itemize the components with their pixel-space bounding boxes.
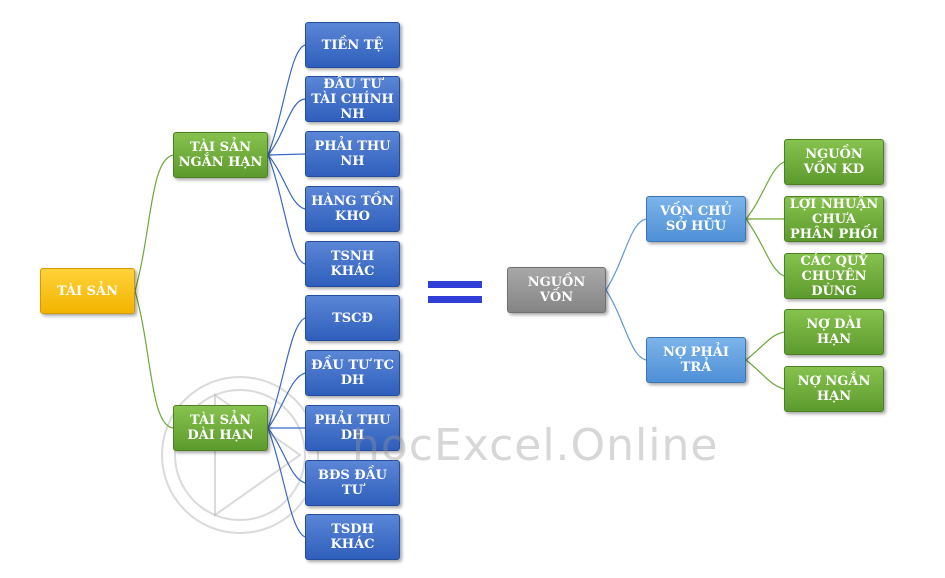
long-term-item: BĐS ĐẦU TƯ <box>305 460 400 506</box>
connector-capital-equity <box>605 218 647 291</box>
long-term-item: PHẢI THU DH <box>305 405 400 451</box>
connector-liabilities-item-1 <box>745 331 785 361</box>
connector-liabilities-item-2 <box>745 359 785 390</box>
short-term-item: HÀNG TỒN KHO <box>305 186 400 232</box>
short-term-item: PHẢI THU NH <box>305 131 400 177</box>
connector-longterm-item-1 <box>267 317 306 429</box>
watermark-text: hocExcel.Online <box>352 420 719 471</box>
connector-shortterm-item-3 <box>267 153 306 156</box>
short-term-item: ĐẦU TƯ TÀI CHÍNH NH <box>305 76 400 122</box>
node-short-term-assets: TÀI SẢN NGẮN HẠN <box>173 132 268 178</box>
equals-sign <box>428 277 482 307</box>
connector-equity-item-1 <box>745 161 785 220</box>
watermark-logo <box>161 376 319 534</box>
long-term-item: TSCĐ <box>305 295 400 341</box>
long-term-item: ĐẦU TƯ TC DH <box>305 350 400 396</box>
equals-bar-bottom <box>428 296 482 303</box>
long-term-item: TSDH KHÁC <box>305 514 400 560</box>
connector-root-longterm <box>134 290 174 429</box>
connector-shortterm-item-1 <box>267 44 306 156</box>
node-capital-sources: NGUỒN VỐN <box>507 267 606 313</box>
short-term-item: TIỀN TỆ <box>305 22 400 68</box>
equity-item: CÁC QUỸ CHUYÊN DÙNG <box>784 253 884 299</box>
liability-item: NỢ DÀI HẠN <box>784 309 884 355</box>
connector-capital-liabilities <box>605 289 647 361</box>
connector-longterm-item-5 <box>267 427 306 538</box>
node-liabilities: NỢ PHẢI TRẢ <box>646 337 746 383</box>
connector-longterm-item-2 <box>267 372 306 429</box>
node-equity: VỐN CHỦ SỞ HỮU <box>646 196 746 242</box>
root-node-assets: TÀI SẢN <box>40 268 135 314</box>
connector-shortterm-item-5 <box>267 154 306 265</box>
equals-bar-top <box>428 281 482 288</box>
connector-equity-item-3 <box>745 218 785 277</box>
connector-root-shortterm <box>134 154 174 292</box>
node-long-term-assets: TÀI SẢN DÀI HẠN <box>173 405 268 451</box>
equity-item: LỢI NHUẬN CHƯA PHÂN PHỐI <box>784 196 884 242</box>
connector-shortterm-item-4 <box>267 154 306 210</box>
connector-shortterm-item-2 <box>267 98 306 156</box>
liability-item: NỢ NGẮN HẠN <box>784 366 884 412</box>
equity-item: NGUỒN VỐN KD <box>784 139 884 185</box>
connector-longterm-item-4 <box>267 427 306 484</box>
short-term-item: TSNH KHÁC <box>305 241 400 287</box>
